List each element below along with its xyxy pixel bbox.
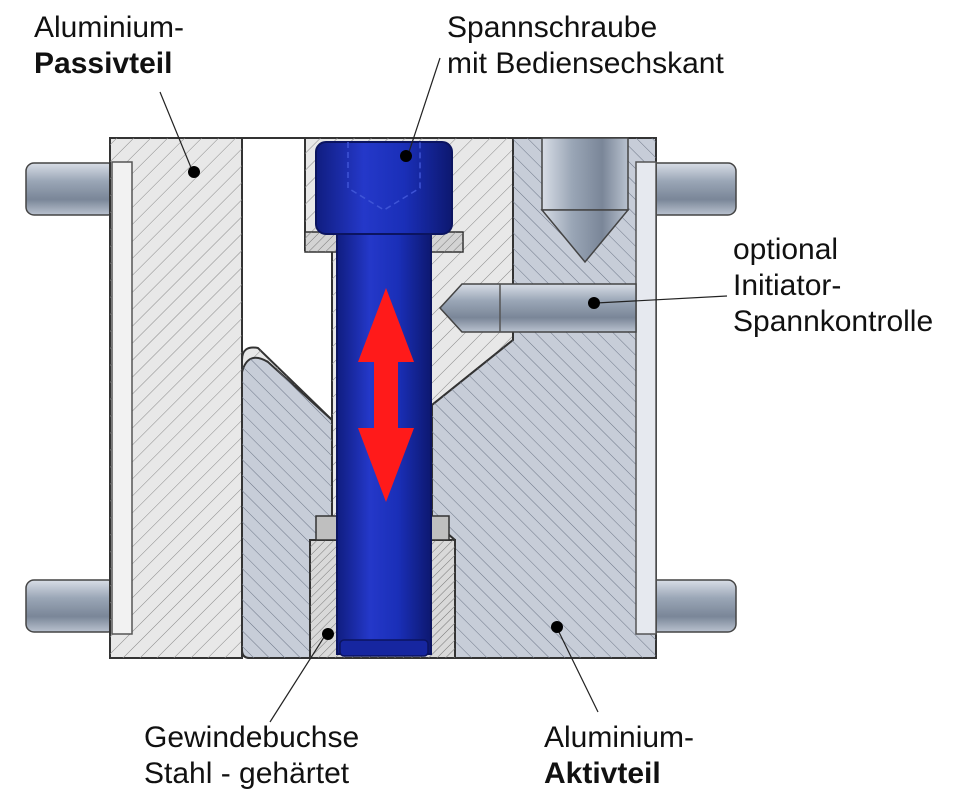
label-clamping-screw: Spannschraube mit Bediensechskant xyxy=(447,10,724,82)
label-initiator: optional Initiator- Spannkontrolle xyxy=(733,232,933,340)
label-active-line1: Aluminium- xyxy=(544,721,695,754)
leader-lines xyxy=(159,57,728,723)
label-screw-line2: mit Bediensechskant xyxy=(447,47,724,80)
label-active-part: Aluminium- Aktivteil xyxy=(544,720,694,792)
leader-dots xyxy=(188,150,600,640)
label-passive-line1: Aluminium- xyxy=(34,11,185,44)
label-active-line2: Aktivteil xyxy=(544,757,661,790)
label-initiator-line2: Initiator- xyxy=(733,269,842,302)
initiator-sensor xyxy=(438,283,637,333)
right-guide-pins xyxy=(647,162,737,633)
label-initiator-line3: Spannkontrolle xyxy=(733,305,934,338)
active-part xyxy=(241,137,657,659)
label-bush-line1: Gewindebuchse xyxy=(144,721,360,754)
label-passive-part: Aluminium- Passivteil xyxy=(34,10,184,82)
double-arrow-vertical-icon xyxy=(358,288,414,502)
left-guide-pins xyxy=(25,162,117,633)
label-initiator-line1: optional xyxy=(733,233,839,266)
label-bush-line2: Stahl - gehärtet xyxy=(144,757,350,790)
label-passive-line2: Passivteil xyxy=(34,47,173,80)
label-screw-line1: Spannschraube xyxy=(447,11,658,44)
label-threaded-bushing: Gewindebuchse Stahl - gehärtet xyxy=(144,720,359,792)
